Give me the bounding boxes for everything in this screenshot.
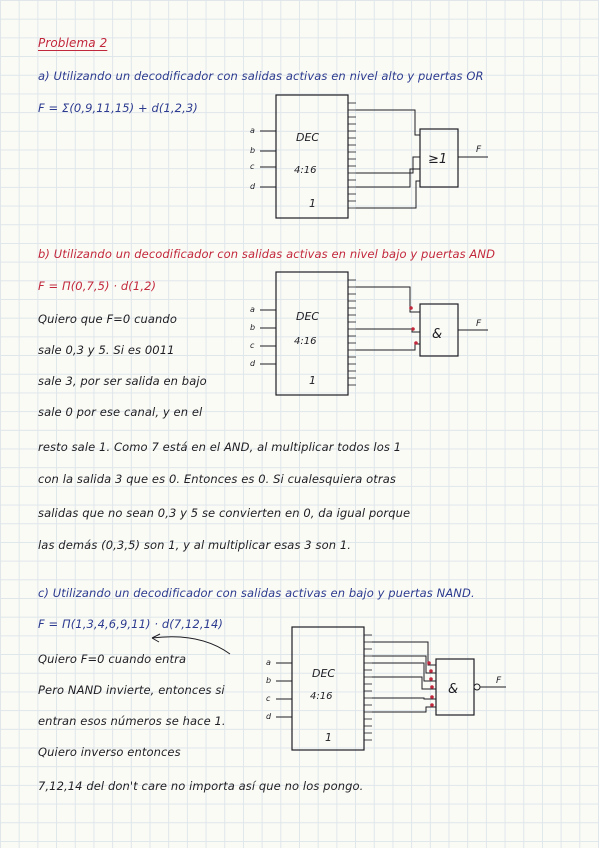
decoder-enable-c: 1 (325, 731, 332, 744)
decoder-ratio-c: 4:16 (310, 691, 332, 702)
nand-bubble-c (473, 683, 481, 691)
part-b-line-8: las demás (0,3,5) son 1, y al multiplica… (38, 538, 352, 552)
input-b-label-c: b (266, 676, 271, 685)
decoder-ratio-a: 4:16 (294, 165, 316, 176)
decoder-block-b: DEC 4:16 1 (275, 271, 349, 396)
or-gate-label-a: ≥1 (428, 152, 447, 167)
input-a-label-b: a (250, 305, 255, 314)
decoder-outputs-a (348, 102, 356, 209)
input-b-label: b (250, 146, 255, 155)
circuit-b: DEC 4:16 1 a b c d & F (250, 271, 488, 396)
output-f-label-a: F (476, 145, 482, 155)
part-c-line-5: 7,12,14 del don't care no importa así qu… (38, 779, 364, 793)
part-c-line-3: entran esos números se hace 1. (38, 714, 226, 728)
page-title: Problema 2 (38, 36, 108, 50)
active-low-marks-c (427, 661, 434, 707)
part-b-heading: b) Utilizando un decodificador con salid… (38, 247, 496, 261)
output-f-label-b: F (476, 319, 482, 329)
part-b-line-3: sale 3, por ser salida en bajo (38, 374, 207, 388)
input-a-label: a (250, 126, 255, 135)
output-f-label-c: F (496, 676, 502, 686)
part-b-line-5: resto sale 1. Como 7 está en el AND, al … (38, 440, 402, 454)
annotation-arrow (151, 633, 231, 655)
decoder-block-c: DEC 4:16 1 (291, 626, 365, 751)
decoder-enable-b: 1 (309, 374, 316, 387)
or-gate-a (419, 128, 459, 188)
part-c-function: F = Π(1,3,4,6,9,11) · d(7,12,14) (38, 617, 224, 631)
input-a-label-c: a (266, 658, 271, 667)
decoder-enable-a: 1 (309, 197, 316, 210)
decoder-name-b: DEC (296, 310, 319, 323)
circuit-c: DEC 4:16 1 a b c d & F (266, 626, 506, 751)
part-c-line-2: Pero NAND invierte, entonces si (38, 683, 225, 697)
circuit-a: DEC 4:16 1 a b c d ≥1 F (250, 94, 488, 219)
input-d-label: d (250, 182, 256, 191)
decoder-ratio-b: 4:16 (294, 336, 316, 347)
part-b-line-6: con la salida 3 que es 0. Entonces es 0.… (38, 472, 396, 486)
decoder-block-a: DEC 4:16 1 (275, 94, 349, 219)
part-b-line-4: sale 0 por ese canal, y en el (38, 405, 203, 419)
part-a-function: F = Σ(0,9,11,15) + d(1,2,3) (38, 101, 198, 115)
part-c-heading: c) Utilizando un decodificador con salid… (38, 586, 475, 600)
part-a-heading: a) Utilizando un decodificador con salid… (38, 69, 484, 83)
input-c-label: c (250, 162, 255, 171)
input-d-label-c: d (266, 712, 272, 721)
part-c-line-4: Quiero inverso entonces (38, 745, 181, 759)
nand-gate-label-c: & (448, 682, 458, 697)
decoder-name-a: DEC (296, 131, 319, 144)
part-b-line-7: salidas que no sean 0,3 y 5 se convierte… (38, 506, 411, 520)
part-b-line-1: Quiero que F=0 cuando (38, 312, 177, 326)
part-b-function: F = Π(0,7,5) · d(1,2) (38, 279, 157, 293)
part-c-line-1: Quiero F=0 cuando entra (38, 652, 187, 666)
input-c-label-b: c (250, 341, 255, 350)
input-b-label-b: b (250, 323, 255, 332)
active-low-marks-b (409, 306, 418, 345)
decoder-inputs-a (260, 130, 276, 188)
and-gate-label-b: & (432, 327, 442, 342)
input-c-label-c: c (266, 694, 271, 703)
part-b-line-2: sale 0,3 y 5. Si es 0011 (38, 343, 175, 357)
wires-a (356, 109, 420, 209)
decoder-name-c: DEC (312, 667, 335, 680)
input-d-label-b: d (250, 359, 256, 368)
